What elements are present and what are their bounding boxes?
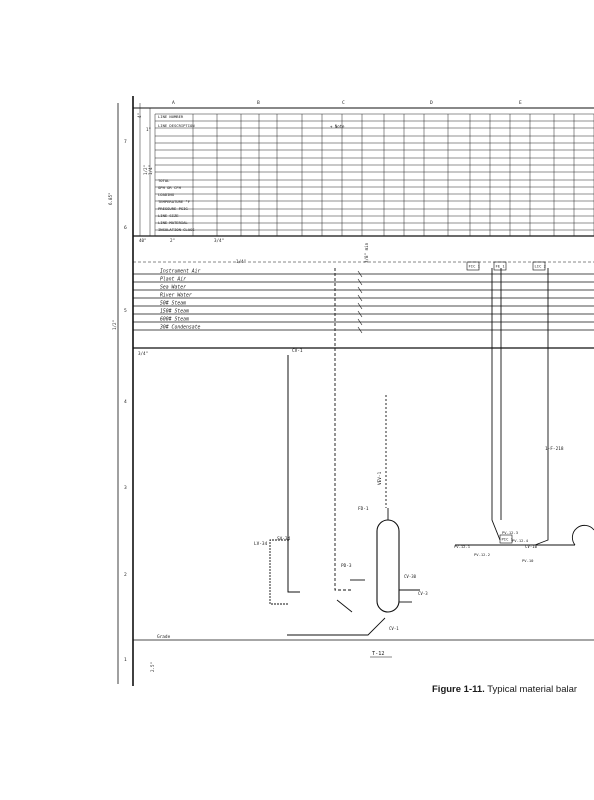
- valve-tag: CV-30: [404, 574, 417, 579]
- equipment-labels: T-12 FD-1 PD-3 VEV-1 CV-1 SV-34 LV-34 Gr…: [157, 348, 564, 658]
- instrument-tag: FIC 1: [469, 264, 481, 269]
- tank-tag: T-12: [372, 651, 385, 657]
- header-line-dim: 1/4": [236, 259, 246, 264]
- row-label: LINE NUMBER: [158, 114, 184, 119]
- instrument-bubble: [493, 261, 507, 271]
- figure-caption: Figure 1-11. Typical material balar: [432, 684, 577, 695]
- instrument-bubbles: FIC 1 FE 1 LIC 2 PIC 1: [466, 261, 546, 544]
- row-numbers: 7 6 5 4 3 2 1: [124, 139, 127, 663]
- row-label: TEMPERATURE °F: [158, 199, 191, 204]
- right-valve-tag: PV-12-4: [512, 538, 529, 543]
- vent-label: VEV-1: [377, 471, 383, 485]
- table-note: + Note: [330, 124, 345, 129]
- instrument-bubble: [466, 261, 480, 271]
- utility-tick: [357, 302, 363, 310]
- utility-tick: [357, 294, 363, 302]
- valve-tag: CV-1: [389, 626, 399, 631]
- sheet-frame: [117, 96, 594, 686]
- row-number: 5: [124, 308, 127, 314]
- instrument-bubble: [499, 534, 513, 544]
- column-letter: D: [430, 100, 433, 106]
- line-data-table: [139, 103, 594, 237]
- figure-caption-label: Figure 1-11.: [432, 684, 485, 695]
- utility-tick: [357, 286, 363, 294]
- right-valve-tag: PV-10: [522, 558, 534, 563]
- dim-matl-width: 1/4": [148, 165, 153, 175]
- right-valve-tag: PV-12-2: [474, 552, 490, 557]
- sv-tag: SV-34: [277, 536, 291, 542]
- valve-tag: CV-10: [525, 544, 538, 549]
- row-label: LINE MATERIAL: [158, 220, 188, 225]
- right-valve-tag: PV-12-3: [502, 530, 518, 535]
- row-label: INSULATION CLASS: [158, 227, 195, 232]
- utility-tick: [357, 310, 363, 318]
- row-number: 3: [124, 485, 127, 491]
- dim-fig-width: 1/2": [143, 165, 148, 175]
- column-letter: C: [342, 100, 345, 106]
- utility-label: Sea Water: [160, 285, 186, 291]
- utility-label: River Water: [160, 293, 192, 299]
- instrument-bubble: [532, 261, 546, 271]
- utility-label: 30# Condensate: [159, 325, 201, 331]
- row-label: LINE SIZE: [158, 213, 179, 218]
- dim-head-width: 4": [137, 113, 142, 118]
- dim-col-b: 3/4": [214, 238, 224, 243]
- utility-label: Plant Air: [160, 277, 186, 283]
- dim-col-a: 2": [170, 238, 175, 243]
- dim-mid-height: 1/2": [112, 320, 117, 330]
- dim-grade: 2.5": [150, 662, 155, 672]
- right-valve-tag: PV-12-1: [454, 544, 471, 549]
- utility-tick: [357, 318, 363, 326]
- grade-label: Grade: [157, 634, 171, 640]
- row-number: 2: [124, 572, 127, 578]
- column-letter: A: [172, 100, 175, 106]
- utility-label: 50# Steam: [160, 301, 186, 307]
- row-number: 4: [124, 399, 127, 405]
- column-letters: A B C D E: [172, 100, 522, 106]
- instrument-tag: FE 1: [496, 264, 506, 269]
- utility-tick: [357, 278, 363, 286]
- dim-desc-width: 1": [146, 127, 151, 132]
- utility-label: 600# Steam: [160, 317, 189, 323]
- row-number: 1: [124, 657, 127, 663]
- instrument-tag: PIC 1: [502, 537, 514, 542]
- line-tag-1: 1-F-218: [545, 446, 564, 452]
- pd-tag: PD-3: [341, 563, 352, 569]
- valve-tag: CV-3: [418, 591, 428, 596]
- row-label: LINE DESCRIPTION: [158, 123, 195, 128]
- utility-label: Instrument Air: [160, 269, 201, 275]
- utility-tick: [357, 270, 363, 278]
- column-letter: E: [519, 100, 522, 106]
- row-label: GPH OR CFH: [158, 185, 182, 190]
- dimension-annotations: 6.85" 4" 1" 1/2" 1/4" 40" 2" 3/4" 1/2" 3…: [108, 113, 369, 672]
- row-number: 6: [124, 225, 127, 231]
- row-label: TOTAL: [158, 178, 170, 183]
- lv-tag: LV-34: [254, 541, 268, 547]
- figure-caption-text: Typical material balar: [487, 684, 578, 695]
- row-number: 7: [124, 139, 127, 145]
- column-letter: B: [257, 100, 260, 106]
- utility-tick: [357, 326, 363, 334]
- row-label: PRESSURE PSIG: [158, 206, 188, 211]
- row-labels: LINE NUMBER LINE DESCRIPTION TOTAL GPH OR C…: [158, 114, 195, 232]
- dim-top-height: 6.85": [108, 192, 113, 205]
- dim-min-spacing: 3/8" min: [364, 242, 369, 263]
- process-piping: [269, 268, 594, 636]
- utility-label: 150# Steam: [160, 309, 189, 315]
- dim-lower-left: 3/4": [138, 351, 148, 356]
- cv-tag: CV-1: [292, 348, 303, 354]
- instrument-tag: LIC 2: [535, 264, 546, 269]
- row-label: LOADING: [158, 192, 175, 197]
- fd-tag: FD-1: [358, 506, 369, 512]
- right-valve-tags: PV-12-1PV-12-2 PV-12-3PV-12-4PV-10: [454, 530, 534, 563]
- dim-left-width: 40": [139, 238, 147, 243]
